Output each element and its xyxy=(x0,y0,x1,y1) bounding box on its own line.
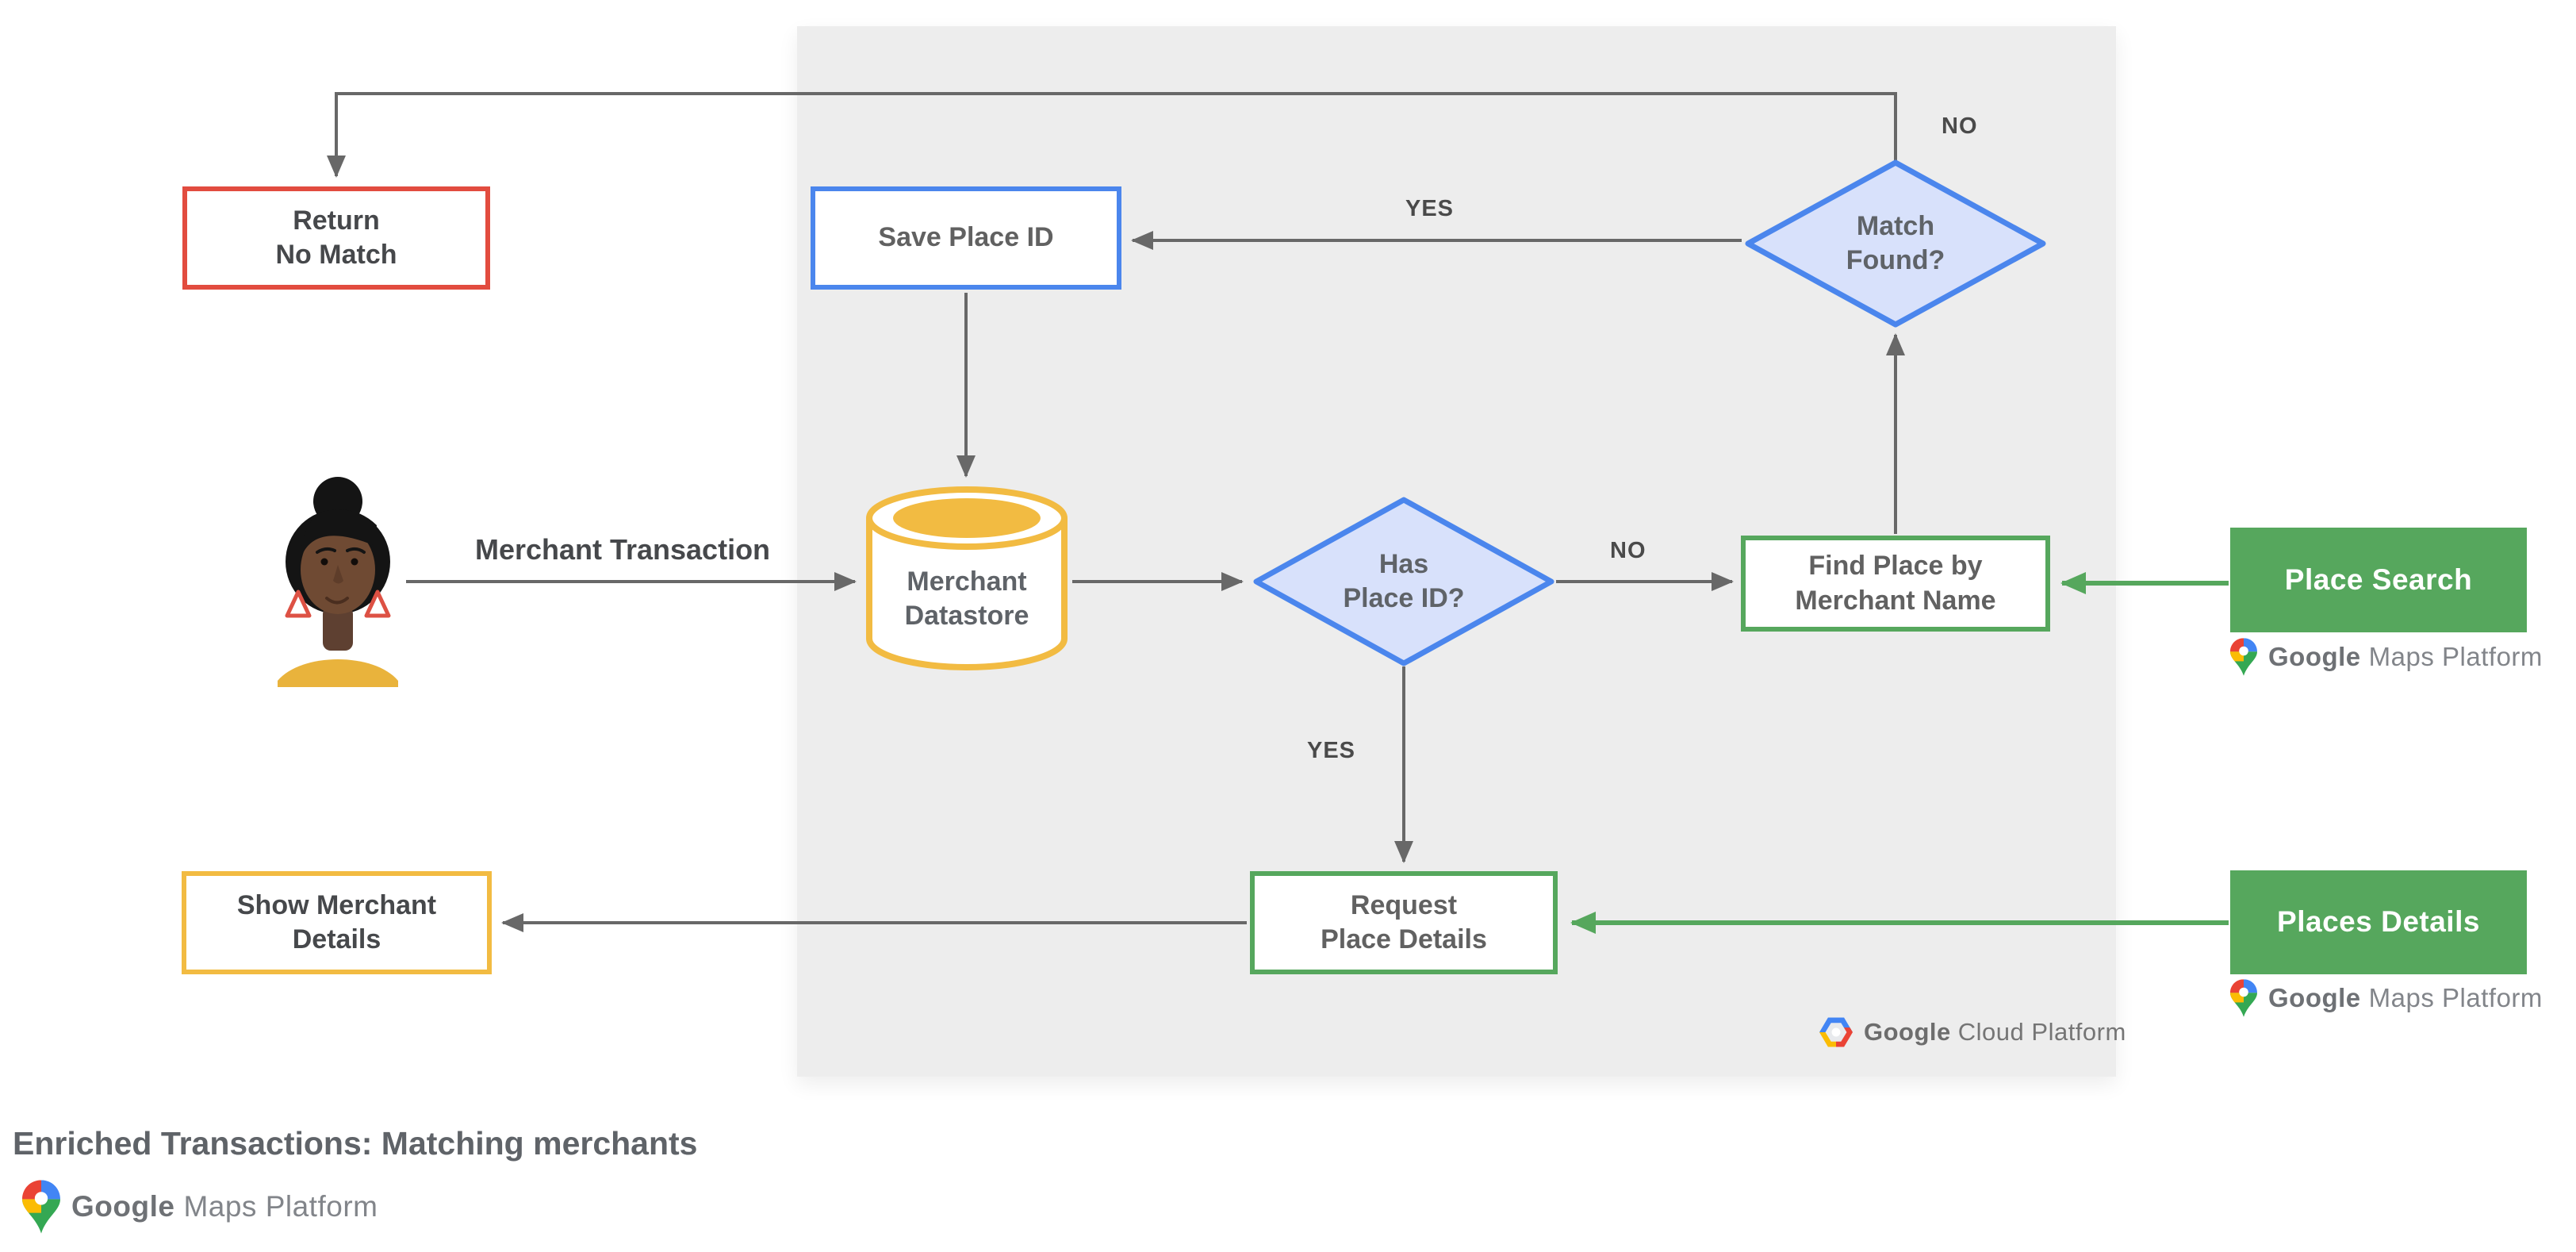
has-place-id-line2: Place ID? xyxy=(1343,583,1465,613)
return-no-match-line2: No Match xyxy=(275,240,397,270)
merchant-datastore-text: Merchant Datastore xyxy=(869,555,1064,643)
maps-logo-rest-text: Maps Platform xyxy=(2368,983,2543,1012)
google-cloud-platform-logo: Google Cloud Platform xyxy=(1819,1016,2126,1049)
maps-logo-rest-text: Maps Platform xyxy=(2368,642,2543,671)
has-place-id-diamond-shape xyxy=(1253,497,1554,666)
return-no-match-line1: Return xyxy=(293,205,380,236)
has-place-id-yes-label: YES xyxy=(1307,738,1356,763)
maps-logo-rest-text: Maps Platform xyxy=(183,1190,378,1223)
maps-pin-icon xyxy=(2230,979,2257,1017)
save-place-id-box: Save Place ID xyxy=(811,186,1121,290)
match-found-no-label: NO xyxy=(1942,113,1978,139)
show-merchant-details-line2: Details xyxy=(292,924,381,954)
merchant-transaction-label: Merchant Transaction xyxy=(474,533,771,566)
show-merchant-details-box: Show Merchant Details xyxy=(182,871,492,974)
match-found-yes-label: YES xyxy=(1405,196,1455,221)
maps-platform-logo-footer: Google Maps Platform xyxy=(22,1179,378,1235)
maps-platform-logo-places-details: Google Maps Platform xyxy=(2230,979,2543,1017)
user-avatar xyxy=(278,477,398,687)
green-edges xyxy=(1570,572,2229,934)
diagram-title: Enriched Transactions: Matching merchant… xyxy=(13,1125,698,1162)
places-details-box: Places Details xyxy=(2230,870,2527,974)
request-place-details-line2: Place Details xyxy=(1321,924,1487,954)
merchant-datastore-line2: Datastore xyxy=(904,601,1029,631)
edge-matchfound-no-to-return xyxy=(327,92,1897,178)
cloud-logo-google-text: Google xyxy=(1864,1018,1951,1046)
find-place-by-merchant-name-box: Find Place by Merchant Name xyxy=(1741,536,2050,632)
place-search-label: Place Search xyxy=(2284,563,2473,596)
places-details-label: Places Details xyxy=(2277,905,2480,938)
place-search-box: Place Search xyxy=(2230,528,2527,632)
request-place-details-box: Request Place Details xyxy=(1250,871,1558,974)
has-place-id-diamond-text: Has Place ID? xyxy=(1285,528,1523,635)
merchant-datastore-shape xyxy=(866,486,1068,670)
maps-logo-google-text: Google xyxy=(71,1190,175,1223)
has-place-id-line1: Has xyxy=(1378,548,1429,579)
maps-logo-google-text: Google xyxy=(2268,983,2361,1012)
decision-diamonds xyxy=(1253,159,2046,666)
cloud-hexagon-icon xyxy=(1819,1017,1853,1047)
match-found-line1: Match xyxy=(1856,210,1935,241)
save-place-id-label: Save Place ID xyxy=(878,222,1054,253)
maps-platform-logo-place-search: Google Maps Platform xyxy=(2230,638,2543,676)
has-place-id-no-label: NO xyxy=(1610,538,1646,563)
match-found-diamond-text: Match Found? xyxy=(1777,190,2014,297)
return-no-match-box: Return No Match xyxy=(182,186,490,290)
maps-pin-icon xyxy=(2230,638,2257,676)
find-place-line2: Merchant Name xyxy=(1795,585,1996,616)
maps-pin-icon xyxy=(22,1180,60,1234)
find-place-line1: Find Place by xyxy=(1808,551,1983,582)
gray-edges xyxy=(327,92,1905,932)
match-found-line2: Found? xyxy=(1846,245,1945,275)
maps-logo-google-text: Google xyxy=(2268,642,2361,671)
request-place-details-line1: Request xyxy=(1350,889,1458,920)
merchant-datastore-line1: Merchant xyxy=(907,566,1027,597)
show-merchant-details-line1: Show Merchant xyxy=(236,889,437,920)
cloud-logo-rest-text: Cloud Platform xyxy=(1957,1018,2126,1046)
match-found-diamond-shape xyxy=(1745,159,2046,328)
